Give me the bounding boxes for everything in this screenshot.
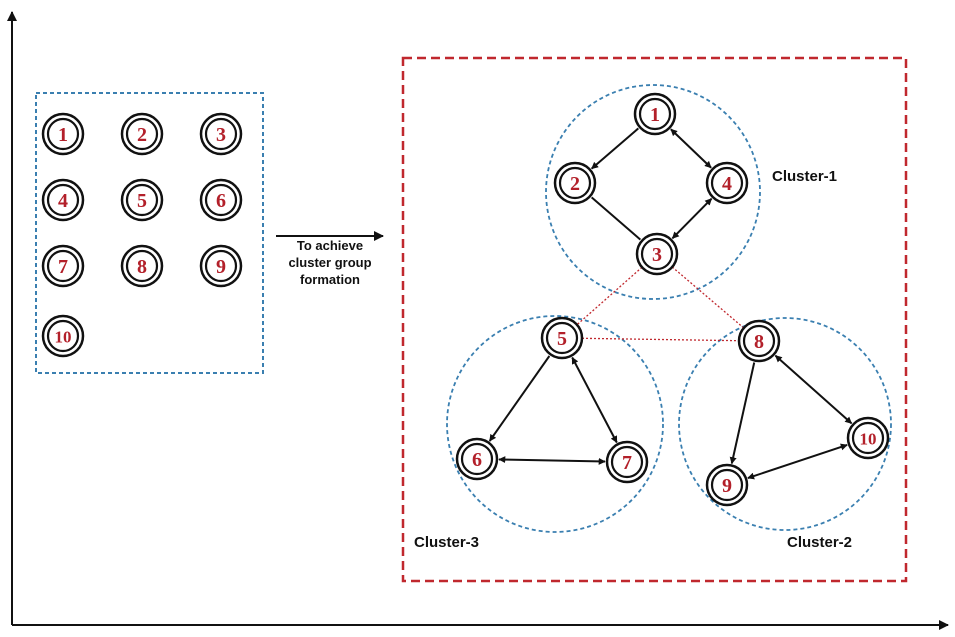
initial-node-inner-ring [125,183,159,217]
cluster-2-node-inner-ring [710,468,744,502]
initial-nodes-box [35,92,264,374]
cluster-2-label: Cluster-2 [787,534,852,551]
cluster-1-node-inner-ring [640,237,674,271]
initial-node-inner-ring [46,183,80,217]
cluster-1-node-label: 1 [650,104,660,126]
cluster-1-node-3: 3 [635,232,679,276]
edge-5-7 [571,356,618,444]
initial-node-10: 10 [41,314,85,358]
initial-node-5: 5 [120,178,164,222]
cluster-3-node-inner-ring [610,445,644,479]
cluster-1-label: Cluster-1 [772,168,837,185]
cluster-1-node-inner-ring [558,166,592,200]
cluster-3-node-inner-ring [460,442,494,476]
initial-node-label: 3 [216,124,226,146]
process-arrow-label-line-3: formation [300,272,360,287]
cluster-3-label: Cluster-3 [414,534,479,551]
initial-node-label: 10 [55,328,72,347]
cluster-2-node-10: 10 [846,416,890,460]
edge-5-6 [488,355,551,442]
initial-node-inner-ring [125,249,159,283]
cluster-1-node-label: 2 [570,173,580,195]
initial-node-7: 7 [41,244,85,288]
initial-node-label: 7 [58,256,68,278]
edge-9-10 [747,443,848,480]
initial-node-4: 4 [41,178,85,222]
cluster-3-node-6: 6 [455,437,499,481]
initial-node-label: 1 [58,124,68,146]
cluster-2-node-label: 10 [860,430,877,449]
initial-node-label: 4 [58,190,68,212]
cluster-2-node-8: 8 [737,319,781,363]
initial-nodes-group: 1 2 3 4 5 6 7 8 9 10 [41,112,243,358]
initial-node-inner-ring [46,319,80,353]
cluster-1-node-1: 1 [633,92,677,136]
cluster-2-circle [678,317,892,531]
edge-3-4 [671,197,713,240]
initial-node-8: 8 [120,244,164,288]
cluster-1-node-4: 4 [705,161,749,205]
cluster-1-node-label: 4 [722,173,732,195]
cluster-2-node-label: 9 [722,475,732,497]
initial-node-label: 9 [216,256,226,278]
cluster-1-node-label: 3 [652,244,662,266]
initial-node-inner-ring [204,117,238,151]
initial-node-inner-ring [46,117,80,151]
dotted-link-5-8 [561,337,760,342]
cluster-1-node-inner-ring [638,97,672,131]
cluster-2-node-inner-ring [851,421,885,455]
cluster-3-circle [446,315,664,533]
edge-1-4 [670,128,712,169]
edge-2-3 [590,196,642,241]
initial-node-label: 5 [137,190,147,212]
cluster-3-node-7: 7 [605,440,649,484]
cluster-3-node-label: 7 [622,452,632,474]
process-arrow-label-line-2: cluster group [288,255,371,270]
cluster-3-node-label: 6 [472,449,482,471]
initial-node-inner-ring [46,249,80,283]
initial-node-3: 3 [199,112,243,156]
cluster-1-node-2: 2 [553,161,597,205]
cluster-2-node-label: 8 [754,331,764,353]
cluster-1-node-inner-ring [710,166,744,200]
edge-8-9 [729,362,756,465]
initial-node-inner-ring [204,249,238,283]
edge-1-2 [591,127,639,170]
edge-6-7 [498,456,606,465]
initial-node-9: 9 [199,244,243,288]
initial-node-2: 2 [120,112,164,156]
cluster-3-node-label: 5 [557,328,567,350]
edge-8-10 [774,354,853,425]
cluster-2-node-inner-ring [742,324,776,358]
initial-node-6: 6 [199,178,243,222]
initial-node-label: 8 [137,256,147,278]
cluster-nodes-group: 1 2 3 4 8 9 10 5 6 7 [455,92,890,507]
initial-node-label: 6 [216,190,226,212]
cluster-2-node-9: 9 [705,463,749,507]
cluster-3-node-5: 5 [540,316,584,360]
initial-node-inner-ring [204,183,238,217]
cluster-edges [488,127,853,480]
cluster-1-circle [545,84,761,300]
initial-node-1: 1 [41,112,85,156]
cluster-3-node-inner-ring [545,321,579,355]
process-arrow-label-line-1: To achieve [297,238,363,253]
initial-node-inner-ring [125,117,159,151]
initial-node-label: 2 [137,124,147,146]
clusters-box [401,56,908,583]
